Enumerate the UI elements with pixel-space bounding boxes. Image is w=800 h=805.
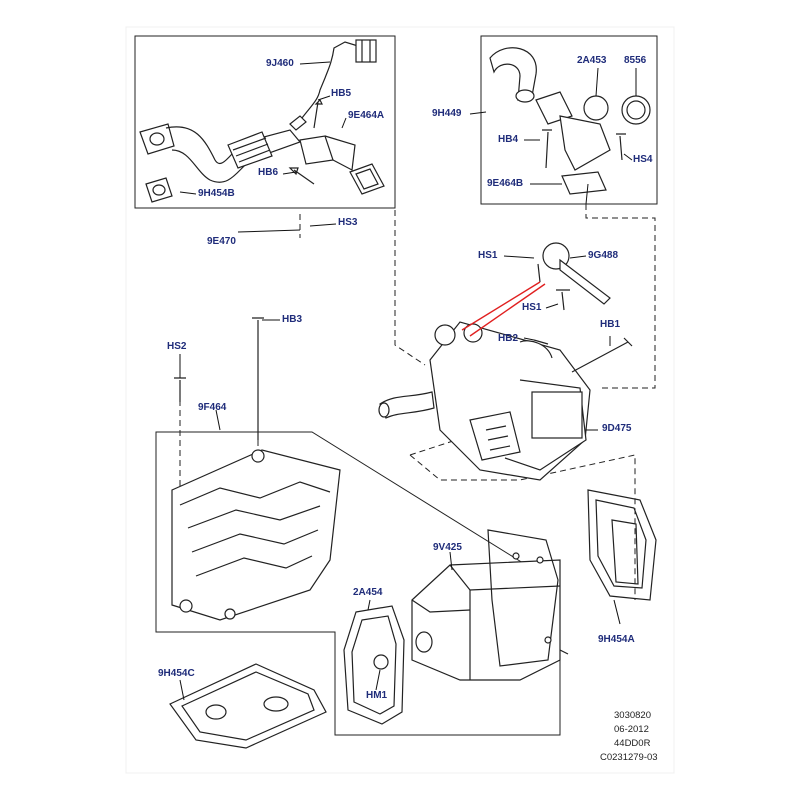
hose-and-clamp-assembly	[489, 47, 651, 195]
egr-cooler	[411, 529, 569, 681]
label-hs2: HS2	[167, 341, 187, 352]
label-leaders	[179, 61, 637, 701]
footer-date: 06-2012	[614, 724, 649, 735]
label-9v425: 9V425	[433, 542, 462, 553]
footer-code-2: 44DD0R	[614, 738, 651, 749]
group-box-9e470	[134, 35, 396, 209]
label-hb5: HB5	[331, 88, 352, 99]
label-hs1-bottom: HS1	[522, 302, 542, 313]
label-9h454c: 9H454C	[158, 668, 195, 679]
label-8556: 8556	[624, 55, 647, 66]
label-hs3: HS3	[338, 217, 358, 228]
label-9e464a: 9E464A	[348, 110, 385, 121]
label-hm1: HM1	[366, 690, 388, 701]
gasket-2a454	[343, 605, 405, 725]
intake-manifold-housing	[171, 317, 341, 621]
label-9f464: 9F464	[198, 402, 227, 413]
footer-code-3: C0231279-03	[600, 752, 658, 763]
group-box-9f464	[155, 431, 561, 736]
label-hb2: HB2	[498, 333, 519, 344]
label-2a454: 2A454	[353, 587, 383, 598]
label-hb3: HB3	[282, 314, 303, 325]
label-9e464b: 9E464B	[487, 178, 524, 189]
group-box-9h449	[480, 35, 658, 205]
footer-code-1: 3030820	[614, 710, 651, 721]
label-hs1-top: HS1	[478, 250, 498, 261]
gasket-9h454c	[169, 663, 327, 749]
label-9d475: 9D475	[602, 423, 632, 434]
label-9g488: 9G488	[588, 250, 619, 261]
label-hb1: HB1	[600, 319, 621, 330]
label-hb4: HB4	[498, 134, 519, 145]
label-9h449: 9H449	[432, 108, 462, 119]
label-hs4: HS4	[633, 154, 653, 165]
label-9h454b: 9H454B	[198, 188, 235, 199]
gasket-9h454a	[587, 489, 657, 601]
label-9h454a: 9H454A	[598, 634, 635, 645]
label-hb6: HB6	[258, 167, 279, 178]
egr-pipe-assembly	[139, 39, 385, 203]
highlight-lines	[461, 281, 546, 337]
label-2a453: 2A453	[577, 55, 607, 66]
label-9j460: 9J460	[266, 58, 294, 69]
egr-valve-assembly	[378, 242, 633, 481]
label-9e470: 9E470	[207, 236, 236, 247]
